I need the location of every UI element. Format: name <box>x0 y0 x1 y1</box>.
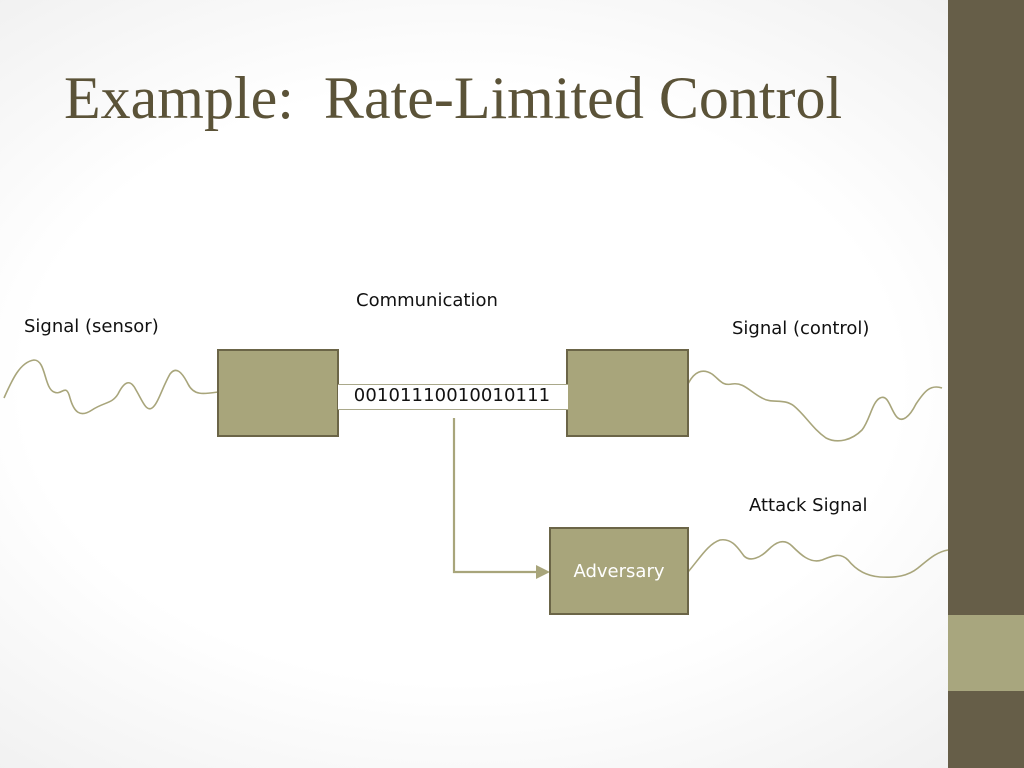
tap-arrow-line <box>452 418 538 574</box>
arrow-head-icon <box>536 565 550 579</box>
sensor-encoder-box <box>217 349 339 437</box>
adversary-label: Adversary <box>573 560 665 582</box>
control-signal-label: Signal (control) <box>732 318 870 339</box>
attack-signal-wave <box>687 538 949 579</box>
slide-title: Example: Rate-Limited Control <box>64 65 843 131</box>
sidebar-accent-square <box>948 615 1024 691</box>
communication-label: Communication <box>356 290 498 311</box>
control-signal-wave <box>687 370 943 442</box>
controller-decoder-box <box>566 349 689 437</box>
attack-signal-label: Attack Signal <box>749 495 868 516</box>
adversary-box: Adversary <box>549 527 689 615</box>
bitstream-text: 00101110010010111 <box>353 385 551 406</box>
sensor-signal-label: Signal (sensor) <box>24 316 159 337</box>
communication-channel <box>338 384 568 410</box>
sensor-signal-wave <box>3 359 219 415</box>
